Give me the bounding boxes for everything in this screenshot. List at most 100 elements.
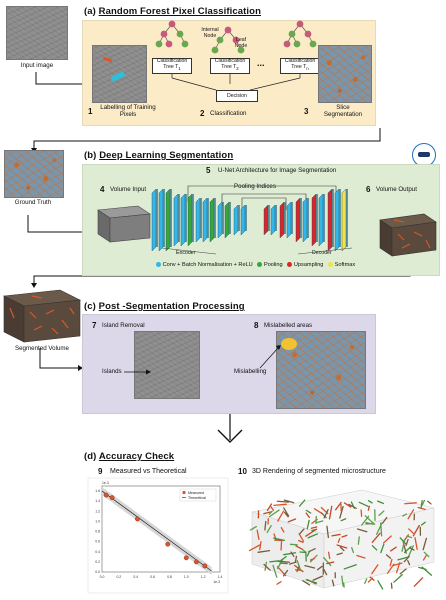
y-tick-label: 0.2 [95,560,100,564]
fibre-stroke [367,577,374,583]
fibre-stroke [402,513,408,517]
fibre-stroke [248,544,261,552]
chart-plot-area [101,485,221,573]
x-tick-label: 1.4 [218,575,223,579]
x-tick-label: 1.0 [184,575,189,579]
fibre-stroke [393,574,403,583]
fibre-stroke [323,569,328,576]
classification-tree-n-box: Classification Tree Tn [280,58,320,74]
y-tick-label: 0.4 [95,550,100,554]
fibre-stroke [328,505,333,520]
fibre-stroke [409,547,415,551]
section-c-title: (c) Post -Segmentation Processing [84,301,245,312]
fibre-stroke [392,562,403,567]
fibre-stroke [367,505,370,511]
fibre-stroke [305,579,318,584]
unet-layer [180,193,187,247]
fibre-stroke [276,500,290,503]
fibre-stroke [341,534,348,538]
unet-layer [286,201,293,239]
fibre-stroke [277,560,291,563]
fibre-stroke [257,550,271,553]
unet-layer [151,188,158,252]
fibre-stroke [414,537,418,551]
unet-layer [270,204,277,236]
fibre-stroke [401,539,406,552]
fibre-stroke [276,581,282,585]
fibre-stroke [323,556,332,567]
unet-layer [240,204,247,236]
fibre-stroke [422,554,428,561]
y-scale-label: 1e-3 [102,481,109,485]
fibre-stroke [310,526,318,529]
fibre-stroke [378,510,385,517]
measured-point [183,555,189,561]
fibre-stroke [294,564,304,573]
unet-layer [233,204,240,236]
fibre-stroke [343,502,352,508]
y-tick-label: 0.0 [95,570,100,574]
unet-layer [187,193,194,247]
x-scale-label: 1e-3 [213,580,220,584]
unet-layer [165,188,172,252]
legend-softmax: Softmax [328,262,355,268]
label-blue-mark [110,71,126,82]
step-3-label: Slice Segmentation [323,104,363,119]
fibre-stroke [380,543,385,554]
theoretical-line [101,490,212,572]
fibre-stroke [385,554,392,559]
fibre-stroke [266,524,272,534]
fibre-stroke [269,505,275,512]
legend-conv: Conv + Batch Normalisation + ReLU [156,262,253,268]
fibre-stroke [272,564,278,578]
ground-truth-label: Ground Truth [14,199,52,206]
fibre-stroke [396,562,401,574]
fibre-stroke [283,511,289,518]
fibre-stroke [423,551,430,558]
trees-ellipsis: ... [257,58,265,68]
fibre-stroke [367,499,373,504]
step-6-number: 6 [366,185,371,194]
fibre-stroke [407,559,411,566]
fibre-stroke [326,561,335,565]
fibre-stroke [331,533,341,537]
unet-layer [318,193,325,247]
fibre-stroke [290,551,295,557]
fibre-stroke [337,537,341,543]
input-image-thumbnail [6,6,68,60]
step-1-number: 1 [88,107,93,116]
fibre-stroke [412,524,420,537]
mislabelling-arrow [259,345,281,369]
unet-layer [334,188,341,252]
y-tick-label: 0.6 [95,540,100,544]
x-tick-label: 0.2 [116,575,121,579]
labelled-training-image [92,45,147,103]
unet-layer [327,188,334,252]
fibre-stroke [259,541,262,551]
section-c-letter: (c) [84,301,96,312]
decision-trees-diagram [155,20,317,91]
legend-upsampling: Upsampling [287,262,323,268]
fibre-stroke [376,500,385,505]
fibre-stroke [269,560,280,563]
fibre-stroke [336,552,343,556]
fibre-stroke [399,537,407,545]
step-7-number: 7 [92,321,97,330]
step-3-number: 3 [304,107,309,116]
fibre-stroke [348,503,357,509]
fibre-stroke [268,510,273,515]
fibre-stroke [427,500,432,505]
fibre-stroke [365,521,374,525]
unet-layer [209,197,216,243]
fibre-stroke [249,525,257,531]
fibre-stroke [273,537,285,541]
step-8-number: 8 [254,321,259,330]
x-tick-label: 0.6 [150,575,155,579]
fibre-stroke [334,501,342,511]
section-c-heading: Post -Segmentation Processing [98,301,245,312]
x-tick-label: 1.2 [201,575,206,579]
x-tick-label: 0.8 [167,575,172,579]
measured-point [194,559,199,565]
step-9-label: Measured vs Theoretical [110,468,187,475]
